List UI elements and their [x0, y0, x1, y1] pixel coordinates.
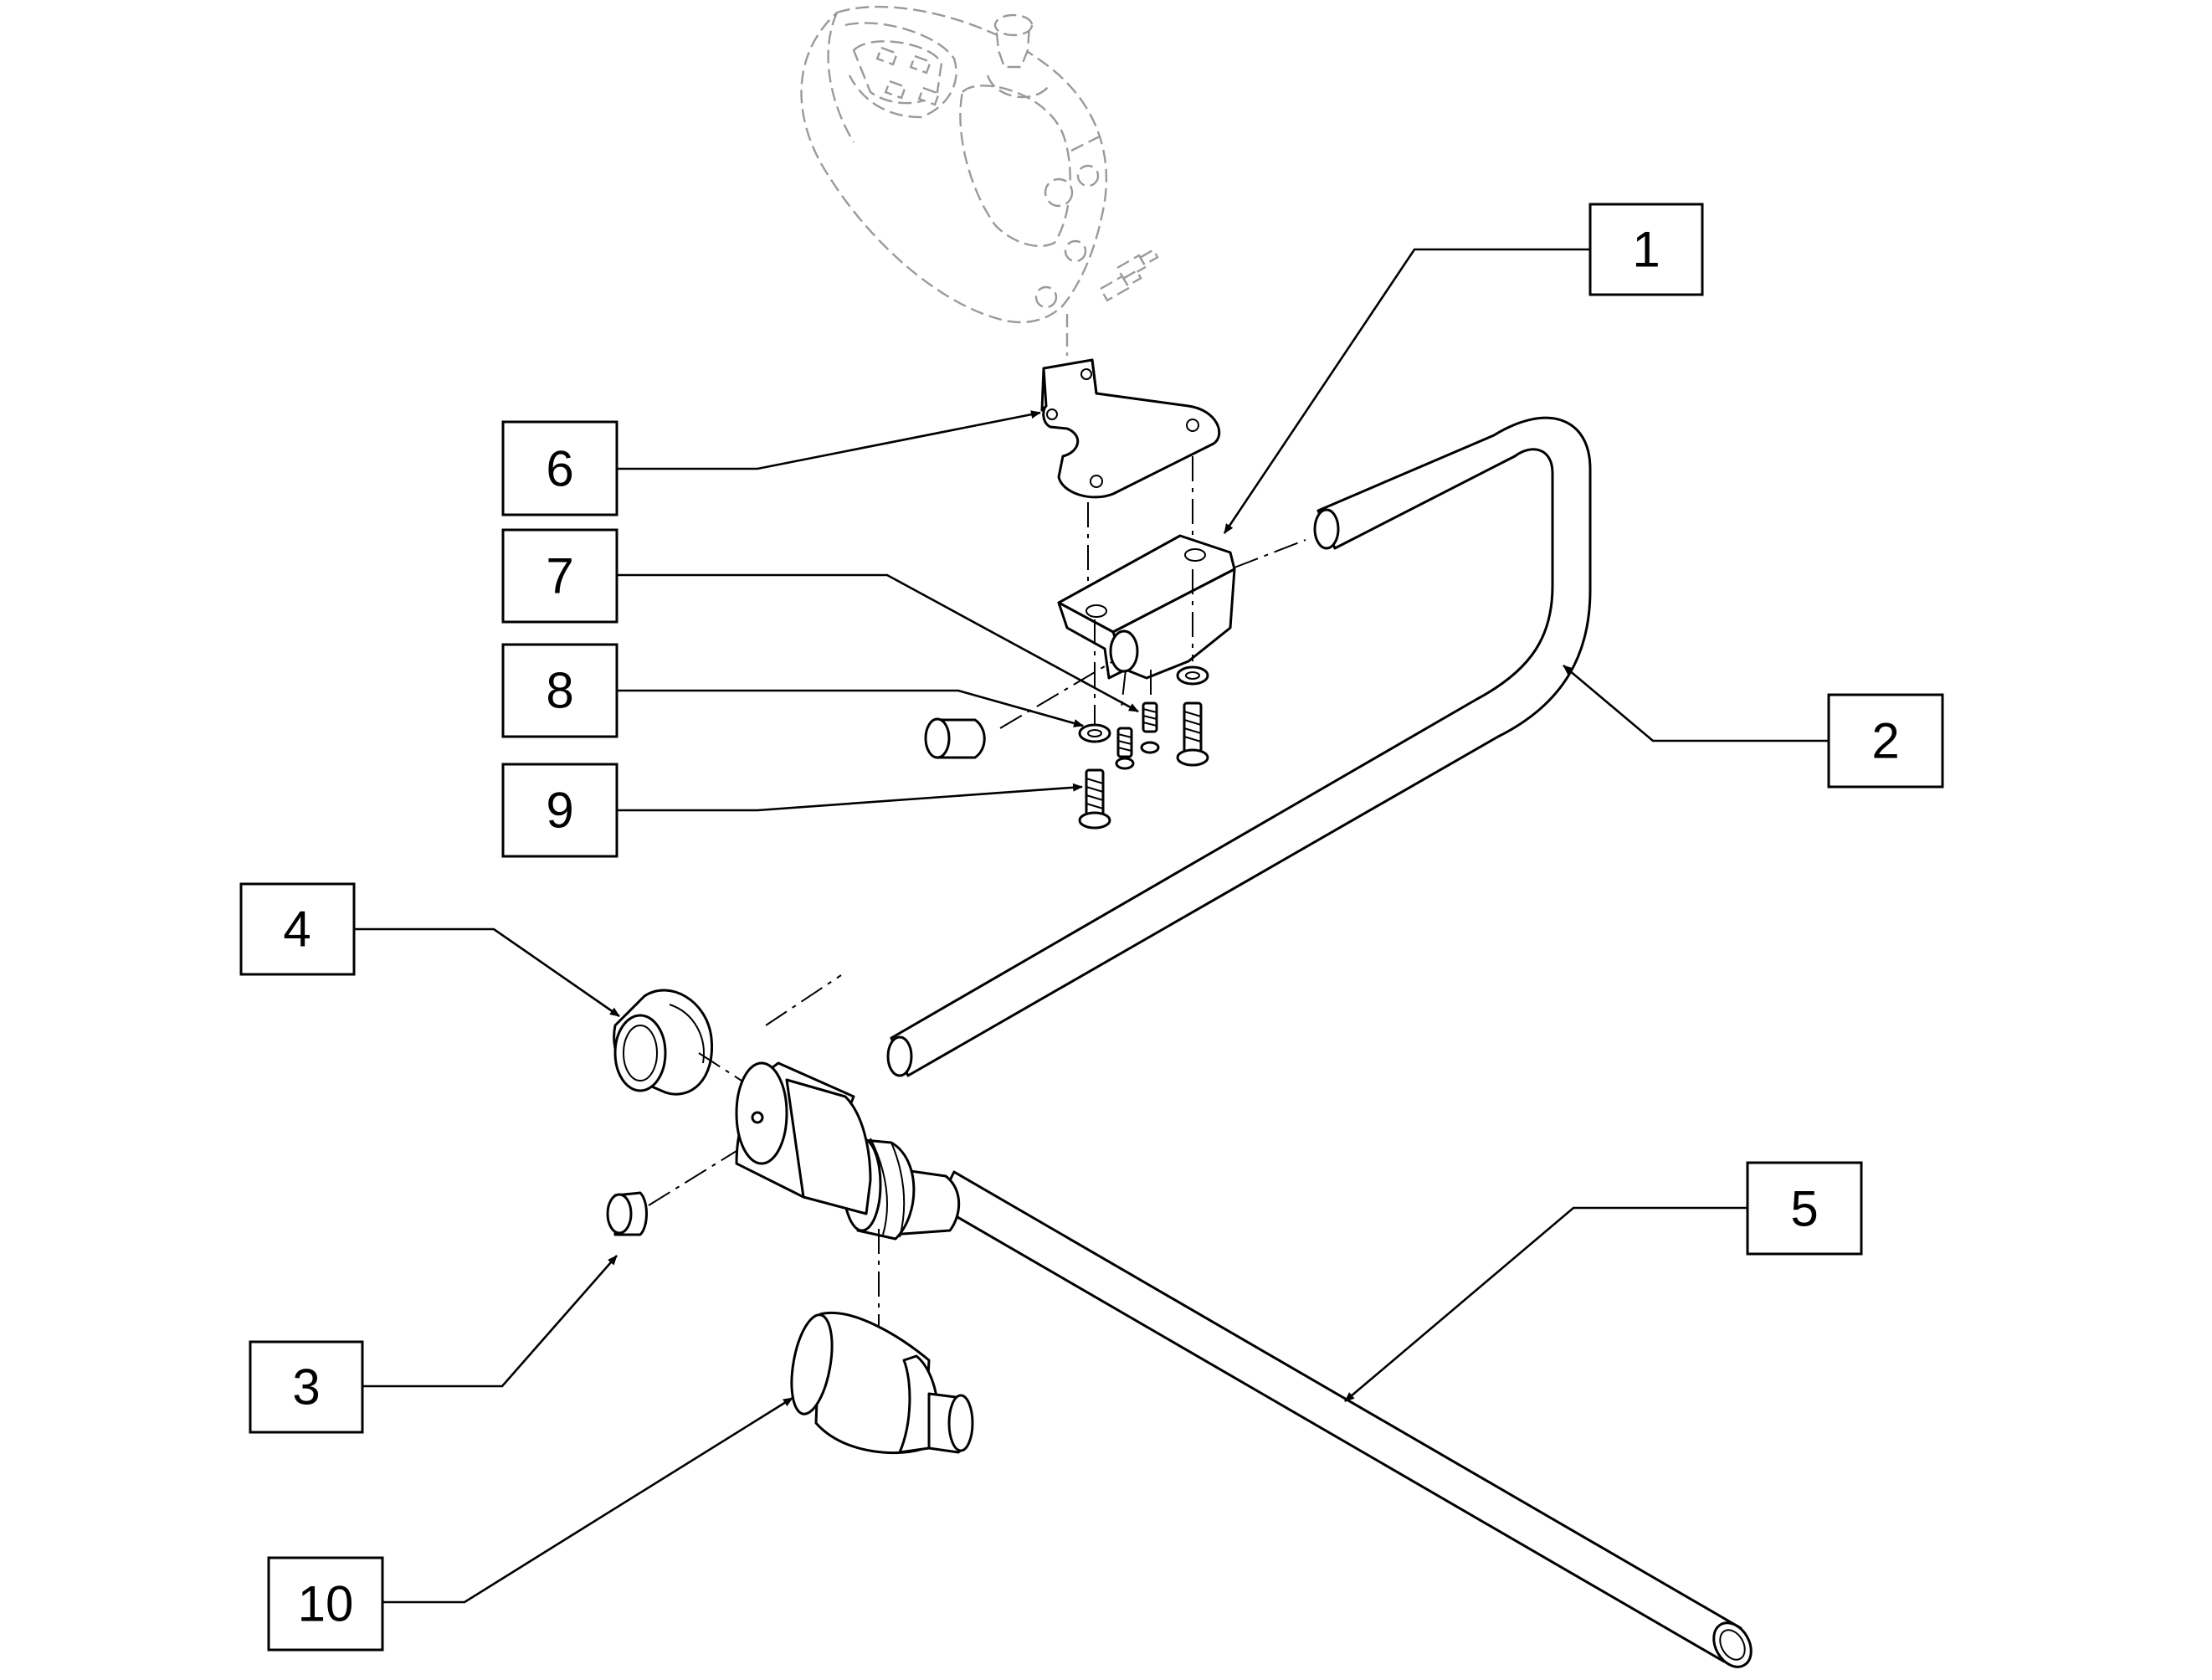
centerline: [1121, 669, 1127, 708]
end-cap-small: [924, 717, 986, 759]
bracket-clamp-part-1: [1057, 534, 1236, 680]
centerline: [648, 1150, 737, 1206]
callout-7: 7: [501, 528, 618, 624]
leader-lines: [354, 248, 1829, 1604]
callout-label: 5: [1790, 1181, 1818, 1237]
set-screws-part-7: [1115, 701, 1160, 770]
callout-label: 2: [1871, 713, 1899, 769]
centerline: [1234, 539, 1306, 568]
callout-3: 3: [249, 1340, 364, 1434]
cap-part-3: [606, 1191, 648, 1236]
callout-label: 1: [1632, 222, 1660, 278]
housing-sleeve-part-10: [790, 1312, 974, 1455]
centerline: [999, 660, 1114, 729]
callout-label: 8: [546, 663, 573, 719]
centerline: [765, 974, 842, 1026]
callout-label: 9: [546, 783, 573, 839]
callout-4: 4: [239, 882, 356, 976]
callout-9: 9: [501, 763, 618, 858]
callout-6: 6: [501, 420, 618, 516]
callout-8: 8: [501, 643, 618, 738]
callout-2: 2: [1827, 693, 1944, 789]
main-shaft-part-5: [735, 1061, 1753, 1668]
washer-part-8: [1078, 665, 1209, 743]
bushing-part-4: [613, 989, 714, 1096]
callout-label: 10: [298, 1576, 354, 1632]
bent-tube-part-2: [886, 416, 1592, 1077]
callout-label: 6: [546, 441, 573, 497]
callout-label: 4: [283, 902, 311, 958]
callout-label: 7: [546, 548, 573, 604]
callout-1: 1: [1588, 203, 1704, 296]
mounting-plate-part-6: [1040, 358, 1221, 499]
callout-label: 3: [292, 1359, 320, 1415]
callout-10: 10: [267, 1556, 384, 1652]
callout-5: 5: [1746, 1161, 1863, 1256]
joystick-controller-ghost: [800, 5, 1159, 356]
screw-part-9: [1078, 701, 1209, 830]
